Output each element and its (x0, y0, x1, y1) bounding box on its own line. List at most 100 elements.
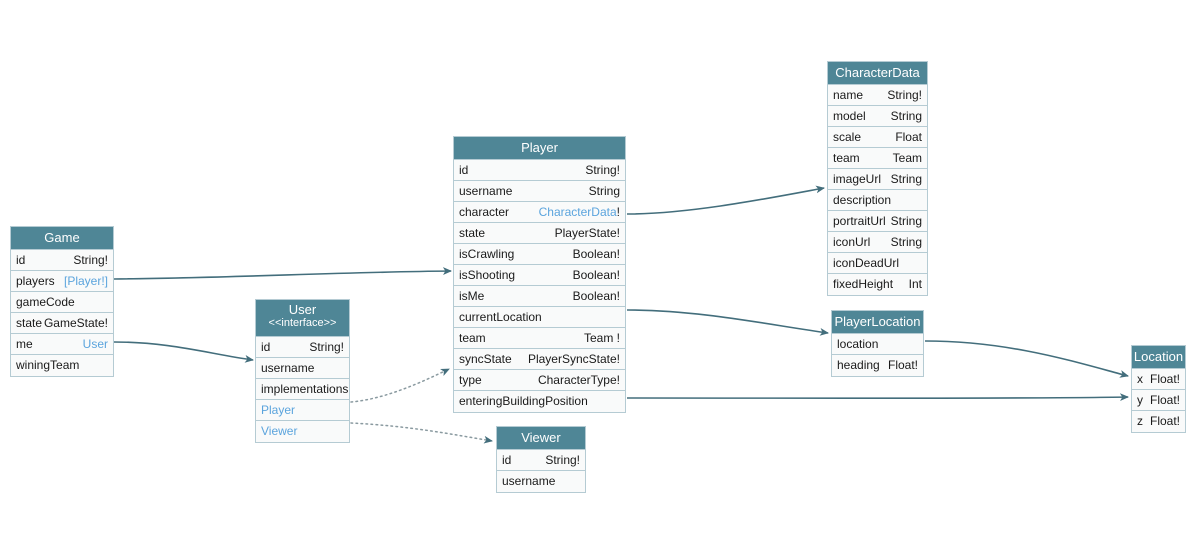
entity-header-playerlocation: PlayerLocation (832, 311, 923, 334)
field-type: String (890, 235, 922, 249)
entity-header-characterdata: CharacterData (828, 62, 927, 85)
field-type[interactable]: Location (575, 411, 620, 412)
entity-user[interactable]: User<<interface>>idString!usernameString… (255, 299, 350, 443)
field-name: portraitUrl (833, 214, 886, 228)
field-type: String (588, 184, 620, 198)
field-row[interactable]: id String! (497, 450, 585, 471)
field-type: String! (887, 88, 922, 102)
field-row[interactable]: imageUrl String (828, 169, 927, 190)
field-type: Team (79, 375, 108, 376)
entity-header-location: Location (1132, 346, 1185, 369)
field-type: String! (545, 453, 580, 467)
field-type: CharacterType! (537, 373, 620, 387)
field-row[interactable]: Viewer (256, 421, 349, 442)
field-row[interactable]: isMe Boolean! (454, 286, 625, 307)
field-name: iconDeadUrl (833, 256, 900, 270)
entity-game[interactable]: GameidString!players[Player!]gameCodeStr… (10, 226, 114, 377)
entity-header-player: Player (454, 137, 625, 160)
edge-game-me-to-user (113, 341, 254, 363)
field-type: String (890, 172, 922, 186)
field-row[interactable]: enteringBuildingPositionLocation (454, 391, 625, 412)
field-row[interactable]: type CharacterType! (454, 370, 625, 391)
field-type: Boolean! (572, 289, 620, 303)
field-name: isMe (459, 289, 485, 303)
field-name: fixedHeight (833, 277, 894, 291)
field-name: id (502, 453, 512, 467)
field-row[interactable]: winingTeamTeam (11, 355, 113, 376)
entity-title: User (288, 302, 317, 317)
entity-header-user: User<<interface>> (256, 300, 349, 337)
edge-game-players-to-player (113, 267, 452, 280)
field-type: String (549, 491, 580, 492)
field-type[interactable]: User (82, 337, 108, 351)
field-name: isCrawling (459, 247, 515, 261)
entity-header-game: Game (11, 227, 113, 250)
field-row[interactable]: state PlayerState! (454, 223, 625, 244)
field-row[interactable]: gameCodeString! (11, 292, 113, 313)
field-name: me (16, 337, 33, 351)
field-row[interactable]: implementations (256, 379, 349, 400)
entity-header-viewer: Viewer (497, 427, 585, 450)
field-row[interactable]: locationLocation! (832, 334, 923, 355)
field-name: id (459, 163, 469, 177)
field-type: Boolean! (572, 247, 620, 261)
field-name: z (1137, 414, 1143, 428)
field-type: Float! (1149, 393, 1180, 407)
field-row[interactable]: model String (828, 106, 927, 127)
field-name: syncState (459, 352, 512, 366)
field-type: String (890, 109, 922, 123)
field-type: Float! (887, 358, 918, 372)
field-name: winingTeam (16, 358, 80, 372)
field-name: description (833, 193, 892, 207)
field-name: location (837, 337, 879, 351)
field-name: state (459, 226, 486, 240)
field-row[interactable]: iconDeadUrlString (828, 253, 927, 274)
field-name: x (1137, 372, 1143, 386)
field-name: iconUrl (833, 235, 871, 249)
field-name: isShooting (459, 268, 516, 282)
field-row[interactable]: players[Player!] (11, 271, 113, 292)
field-row[interactable]: iconUrl String (828, 232, 927, 253)
field-name: model (833, 109, 866, 123)
field-type: String! (309, 340, 344, 354)
field-row[interactable]: isCrawling Boolean! (454, 244, 625, 265)
field-type: GameState! (43, 316, 108, 330)
field-row[interactable]: currentLocationPlayerLocation! (454, 307, 625, 328)
entity-playerlocation[interactable]: PlayerLocationlocationLocation! heading Fl… (831, 310, 924, 377)
field-row[interactable]: Player (256, 400, 349, 421)
field-name: type (459, 373, 482, 387)
field-row[interactable]: descriptionString (828, 190, 927, 211)
edge-playerlocation-to-location (924, 340, 1129, 378)
field-name: heading (837, 358, 880, 372)
field-type[interactable]: [Player!] (63, 274, 108, 288)
field-type[interactable]: CharacterData! (538, 205, 620, 219)
field-name: imageUrl (833, 172, 882, 186)
field-type: PlayerState! (554, 226, 620, 240)
field-row[interactable]: me User (11, 334, 113, 355)
field-name: enteringBuildingPosition (459, 394, 588, 408)
field-row[interactable]: heading Float! (832, 355, 923, 376)
